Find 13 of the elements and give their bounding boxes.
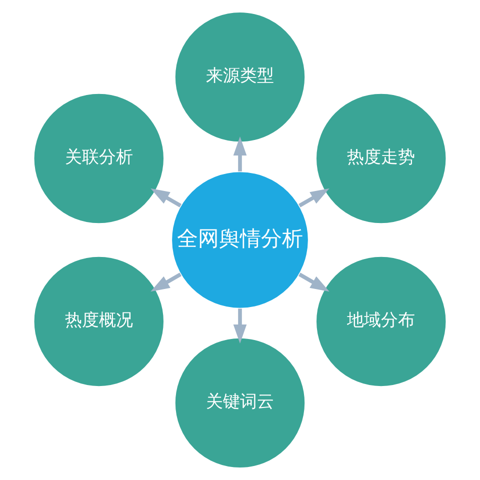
node-circle: 关联分析 <box>33 92 164 224</box>
node-circle: 地域分布 <box>316 256 447 388</box>
node-circle: 热度走势 <box>316 92 447 224</box>
node-circle: 关键词云 <box>174 337 306 468</box>
node-circle: 全网舆情分析 <box>171 171 309 309</box>
arrow <box>298 272 330 292</box>
node-circle: 来源类型 <box>174 12 306 143</box>
arrow <box>150 188 182 208</box>
arrow <box>298 188 330 208</box>
node-circle: 热度概况 <box>33 256 164 388</box>
arrow <box>233 308 247 344</box>
arrow <box>233 136 247 172</box>
arrow <box>150 272 182 292</box>
